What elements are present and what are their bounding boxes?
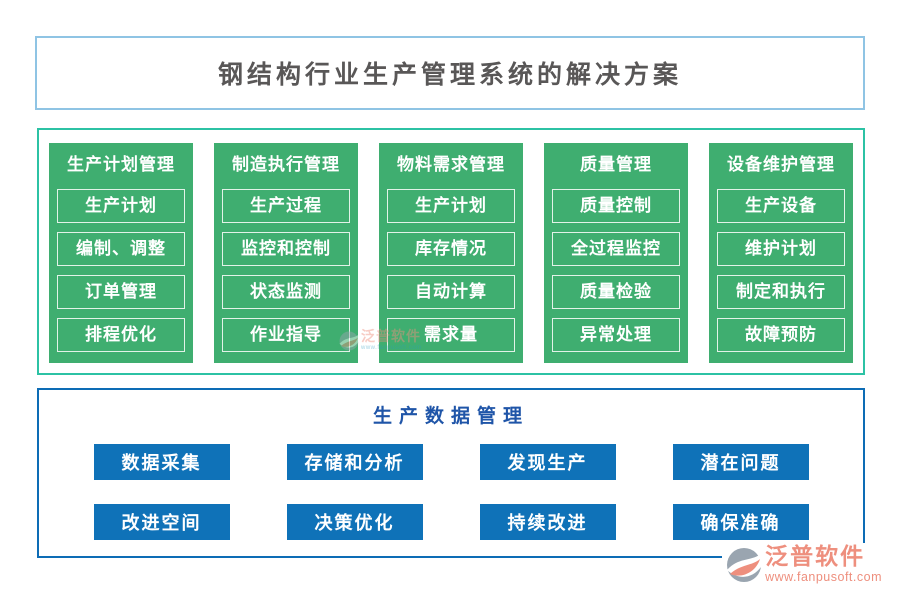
module-item[interactable]: 编制、调整 <box>57 232 185 266</box>
modules-panel: 生产计划管理 生产计划 编制、调整 订单管理 排程优化 制造执行管理 生产过程 … <box>37 128 865 375</box>
module-column-equipment-maintenance: 设备维护管理 生产设备 维护计划 制定和执行 故障预防 <box>709 143 853 363</box>
module-column-header: 物料需求管理 <box>397 155 505 174</box>
module-column-production-planning: 生产计划管理 生产计划 编制、调整 订单管理 排程优化 <box>49 143 193 363</box>
data-management-panel: 生产数据管理 数据采集 存储和分析 发现生产 潜在问题 改进空间 决策优化 持续… <box>37 388 865 558</box>
logo-text: 泛普软件 <box>765 543 866 569</box>
module-column-header: 质量管理 <box>580 155 652 174</box>
module-item[interactable]: 生产设备 <box>717 189 845 223</box>
module-item[interactable]: 库存情况 <box>387 232 515 266</box>
module-item[interactable]: 监控和控制 <box>222 232 350 266</box>
module-item[interactable]: 需求量 <box>387 318 515 352</box>
data-button-row-1: 数据采集 存储和分析 发现生产 潜在问题 <box>39 444 863 480</box>
module-item[interactable]: 排程优化 <box>57 318 185 352</box>
data-button[interactable]: 持续改进 <box>479 504 616 540</box>
module-item[interactable]: 制定和执行 <box>717 275 845 309</box>
data-button[interactable]: 改进空间 <box>93 504 230 540</box>
module-item[interactable]: 质量控制 <box>552 189 680 223</box>
module-item[interactable]: 生产计划 <box>57 189 185 223</box>
data-button[interactable]: 发现生产 <box>479 444 616 480</box>
data-button[interactable]: 数据采集 <box>93 444 230 480</box>
module-column-header: 设备维护管理 <box>727 155 835 174</box>
module-item[interactable]: 自动计算 <box>387 275 515 309</box>
data-button-row-2: 改进空间 决策优化 持续改进 确保准确 <box>39 504 863 540</box>
data-button[interactable]: 决策优化 <box>286 504 423 540</box>
module-item[interactable]: 全过程监控 <box>552 232 680 266</box>
data-button[interactable]: 确保准确 <box>672 504 809 540</box>
fanpu-logo-icon <box>727 548 762 582</box>
module-item[interactable]: 作业指导 <box>222 318 350 352</box>
module-item[interactable]: 状态监测 <box>222 275 350 309</box>
data-button[interactable]: 潜在问题 <box>672 444 809 480</box>
module-column-material-requirements: 物料需求管理 生产计划 库存情况 自动计算 需求量 <box>379 143 523 363</box>
title-banner: 钢结构行业生产管理系统的解决方案 <box>35 36 865 110</box>
module-column-manufacturing-execution: 制造执行管理 生产过程 监控和控制 状态监测 作业指导 <box>214 143 358 363</box>
module-item[interactable]: 维护计划 <box>717 232 845 266</box>
module-item[interactable]: 订单管理 <box>57 275 185 309</box>
module-column-header: 制造执行管理 <box>232 155 340 174</box>
page-title: 钢结构行业生产管理系统的解决方案 <box>217 61 682 89</box>
module-item[interactable]: 异常处理 <box>552 318 680 352</box>
logo-url: www.fanpusoft.com <box>765 570 882 584</box>
module-item[interactable]: 质量检验 <box>552 275 680 309</box>
module-item[interactable]: 故障预防 <box>717 318 845 352</box>
module-column-quality-management: 质量管理 质量控制 全过程监控 质量检验 异常处理 <box>544 143 688 363</box>
module-item[interactable]: 生产过程 <box>222 189 350 223</box>
data-button[interactable]: 存储和分析 <box>286 444 423 480</box>
module-column-header: 生产计划管理 <box>67 155 175 174</box>
fanpu-logo[interactable]: 泛普软件 www.fanpusoft.com <box>722 543 884 584</box>
data-management-title: 生产数据管理 <box>372 406 529 427</box>
module-item[interactable]: 生产计划 <box>387 189 515 223</box>
